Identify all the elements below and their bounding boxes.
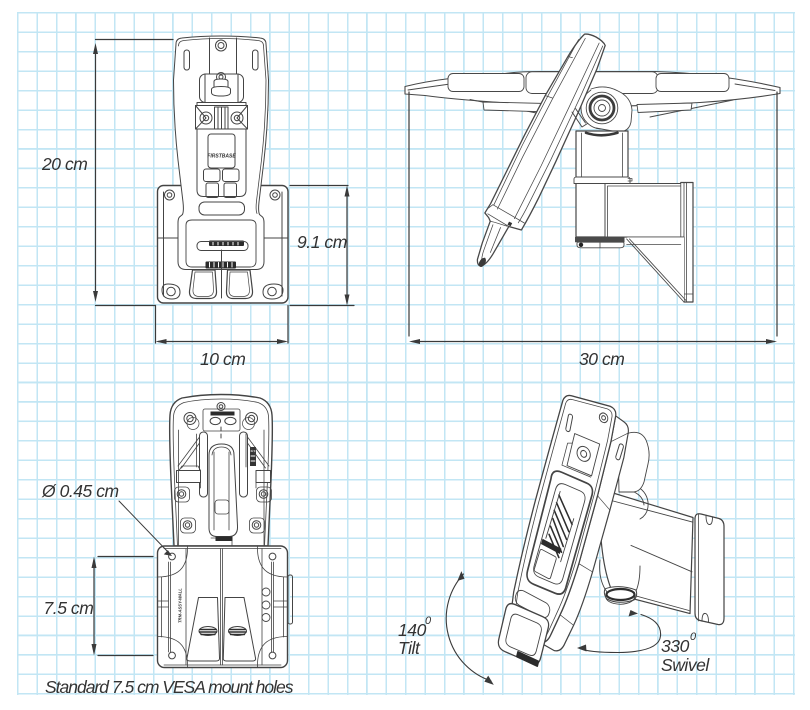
svg-text:FIRSTBASE: FIRSTBASE (207, 154, 236, 160)
svg-text:Tilt: Tilt (398, 638, 421, 658)
svg-text:9.1 cm: 9.1 cm (297, 232, 347, 252)
svg-text:7.5 cm: 7.5 cm (44, 598, 94, 618)
svg-text:20 cm: 20 cm (41, 154, 87, 174)
svg-text:10 cm: 10 cm (200, 349, 245, 369)
svg-text:30 cm: 30 cm (579, 349, 624, 369)
svg-text:TRM-ASSY-WALL: TRM-ASSY-WALL (178, 588, 183, 623)
svg-text:Swivel: Swivel (661, 655, 710, 675)
svg-text:Standard 7.5 cm VESA mount hol: Standard 7.5 cm VESA mount holes (45, 677, 294, 697)
svg-text:0: 0 (425, 615, 432, 627)
svg-text:Ø 0.45 cm: Ø 0.45 cm (41, 481, 119, 501)
svg-text:0: 0 (690, 631, 697, 643)
svg-text:140: 140 (398, 620, 427, 640)
svg-text:330: 330 (661, 636, 690, 656)
